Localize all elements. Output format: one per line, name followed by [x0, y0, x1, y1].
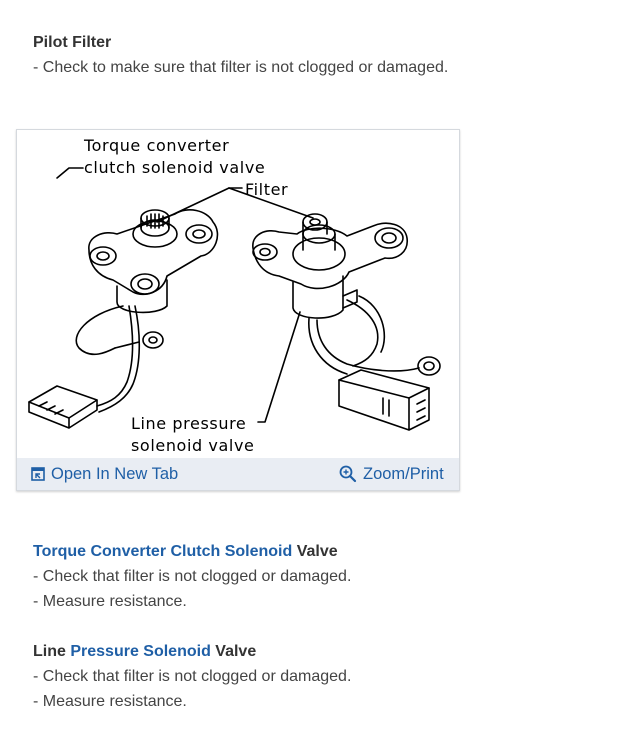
zoom-in-icon	[339, 465, 357, 483]
lp-solenoid-drawing	[252, 213, 441, 431]
lp-leader-line	[257, 311, 301, 423]
tcc-section-heading: Torque Converter Clutch Solenoid Valve	[33, 543, 338, 561]
lp-label-line2: solenoid valve	[131, 436, 254, 455]
tcc-solenoid-drawing	[28, 209, 219, 429]
open-new-tab-icon	[31, 467, 45, 481]
lp-heading-rest: Valve	[210, 643, 257, 660]
tcc-label-line2: clutch solenoid valve	[84, 158, 265, 177]
lp-heading-start: Line	[33, 643, 71, 660]
solenoid-diagram: Torque converter clutch solenoid valve F…	[28, 136, 441, 455]
tcc-heading-rest: Valve	[292, 543, 338, 560]
pilot-filter-bullet: - Check to make sure that filter is not …	[33, 59, 449, 76]
zoom-print-label: Zoom/Print	[363, 465, 444, 483]
tcc-bullet-2: - Measure resistance.	[33, 593, 187, 610]
open-new-tab-label: Open In New Tab	[51, 465, 179, 483]
zoom-print-button[interactable]: Zoom/Print	[339, 458, 444, 490]
tcc-label-line1: Torque converter	[83, 136, 229, 155]
filter-leader-line-right	[228, 187, 314, 219]
lp-label-line1: Line pressure	[131, 414, 246, 433]
lp-link[interactable]: Pressure Solenoid	[70, 643, 211, 660]
filter-leader-line-left	[156, 187, 243, 223]
tcc-link[interactable]: Torque Converter Clutch Solenoid	[33, 543, 293, 560]
lp-section-heading: Line Pressure Solenoid Valve	[33, 643, 256, 661]
filter-label: Filter	[245, 180, 288, 199]
lp-bullet-2: - Measure resistance.	[33, 693, 187, 710]
figure-toolbar: Open In New Tab Zoom/Print	[17, 458, 459, 490]
tcc-leader-line	[56, 167, 84, 179]
solenoid-figure: Torque converter clutch solenoid valve F…	[16, 129, 460, 491]
pilot-filter-heading: Pilot Filter	[33, 34, 112, 51]
tcc-bullet-1: - Check that filter is not clogged or da…	[33, 568, 352, 585]
lp-bullet-1: - Check that filter is not clogged or da…	[33, 668, 352, 685]
open-new-tab-button[interactable]: Open In New Tab	[31, 458, 178, 490]
